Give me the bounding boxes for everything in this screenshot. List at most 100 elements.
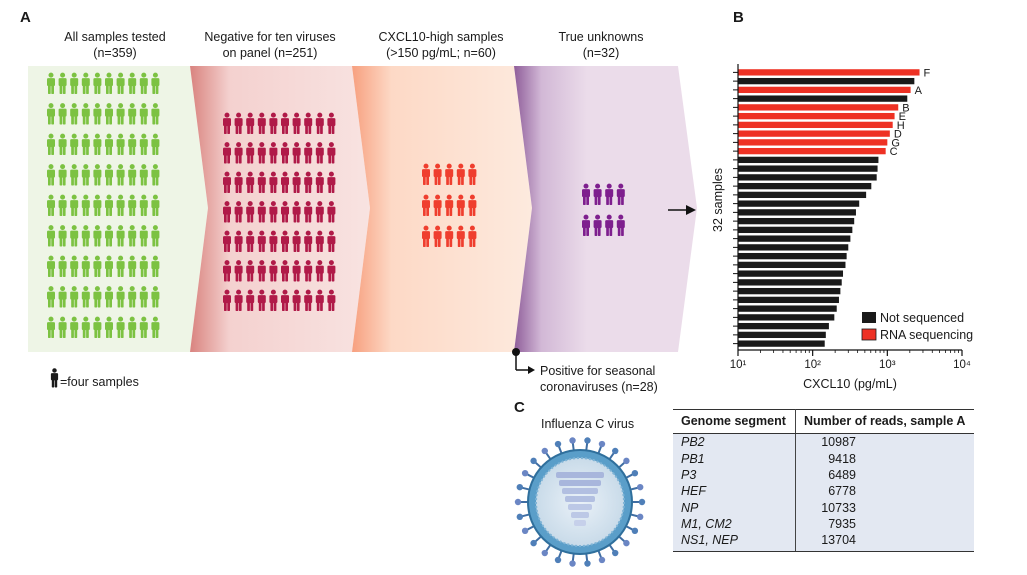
genome-table-container: Genome segment Number of reads, sample A… [673,409,974,553]
chart-bar [738,261,846,269]
reads-cell: 10987 [795,433,974,451]
stage-4-title: True unknowns (n=32) [516,29,686,61]
chart-bar [738,95,908,102]
bar-label: E [899,111,906,123]
stage-2-band [190,66,370,352]
chart-bar [738,314,835,321]
chart-x-axis-label: CXCL10 (pg/mL) [803,377,897,391]
bar-label: H [897,120,905,132]
virus-spike-head [584,560,591,567]
segment-cell: NS1, NEP [673,532,796,553]
reads-cell: 9418 [795,450,974,467]
chart-bar [738,130,890,137]
chart-bar [738,200,860,207]
chart-bar [738,340,825,347]
chart-bar [738,174,877,181]
virus-spike-head [636,513,644,521]
stage-2-count: on panel (n=251) [222,46,318,60]
virus-spike-head [623,457,630,465]
segment-cell: NP [673,499,796,516]
branch-label: Positive for seasonal coronaviruses (n=2… [540,363,658,395]
virus-spike-head [541,549,548,557]
chart-bar [738,244,849,251]
virus-spike-head [554,440,562,448]
virus-spike-head [612,447,619,455]
bar-label: A [915,85,923,97]
chart-bar [738,322,829,330]
table-header-row: Genome segment Number of reads, sample A [673,409,974,434]
legend-swatch-not-sequenced [862,312,876,323]
virus-spike-head [623,539,630,547]
virus-spike-head [554,556,562,564]
chart-bar [738,235,851,242]
bar-label: C [890,146,898,158]
chart-bars [733,69,920,347]
virus-rnp-segments [556,472,604,526]
chart-bar [738,226,853,234]
chart-bar [738,139,888,146]
branch-label-line-2: coronaviruses (n=28) [540,380,658,394]
chart-bar [738,287,841,295]
arrow-to-panel-b-head [686,205,696,215]
reads-cell: 10733 [795,499,974,516]
reads-cell: 7935 [795,515,974,533]
chart-bar [738,252,847,260]
stage-2-title-line: Negative for ten viruses [204,30,336,44]
segment-cell: HEF [673,483,796,500]
legend-swatch-rna-sequencing [861,328,877,341]
chart-bar [738,121,893,129]
branch-arrowhead [528,366,535,374]
virus-spike-head [636,483,644,491]
chart-bar [738,147,886,155]
stage-1-count: (n=359) [93,46,137,60]
chart-bar [738,165,878,172]
legend-person-icon [50,368,59,388]
legend-label-not-sequenced: Not sequenced [880,311,964,325]
header-number-of-reads: Number of reads, sample A [795,409,974,434]
bar-label: F [924,67,931,79]
virus-spike-head [631,527,639,535]
stage-4-count: (n=32) [582,46,620,60]
influenza-c-virus-illustration [514,437,646,567]
virus-spike-head [521,527,529,535]
stage-3-band [352,66,532,352]
virus-spike-head [541,447,548,455]
chart-bar [738,77,915,85]
x-tick-label: 10¹ [730,359,747,371]
chart-bar [738,305,837,312]
chart-bar [738,191,867,199]
legend-four-samples: =four samples [60,375,139,389]
reads-cell: 13704 [795,532,974,553]
legend-label-rna-sequencing: RNA sequencing [880,328,973,342]
panel-b-letter: B [733,9,744,26]
virus-spike-head [516,513,524,521]
segment-cell: M1, CM2 [673,515,796,533]
stage-3-count: (>150 pg/mL; n=60) [386,46,496,60]
stage-4-title-line: True unknowns [558,30,644,44]
stage-3-title: CXCL10-high samples (>150 pg/mL; n=60) [356,29,526,61]
chart-bar [738,296,839,304]
virus-spike-head [521,469,529,477]
virus-spike-head [516,483,524,491]
chart-bar [738,279,842,286]
bar-label: G [891,137,900,149]
stage-1-title-line: All samples tested [64,30,166,44]
virus-spike-head [638,498,646,506]
segment-cell: PB2 [673,433,796,451]
x-tick-label: 10⁴ [953,359,971,371]
x-tick-label: 10³ [879,359,896,371]
chart-bar [738,270,844,277]
reads-cell: 6778 [795,483,974,500]
chart-bar [738,86,911,94]
chart-bar [738,104,899,111]
chart-bar [738,69,920,76]
stage-1-title: All samples tested (n=359) [30,29,200,61]
chart-bar [738,209,856,216]
